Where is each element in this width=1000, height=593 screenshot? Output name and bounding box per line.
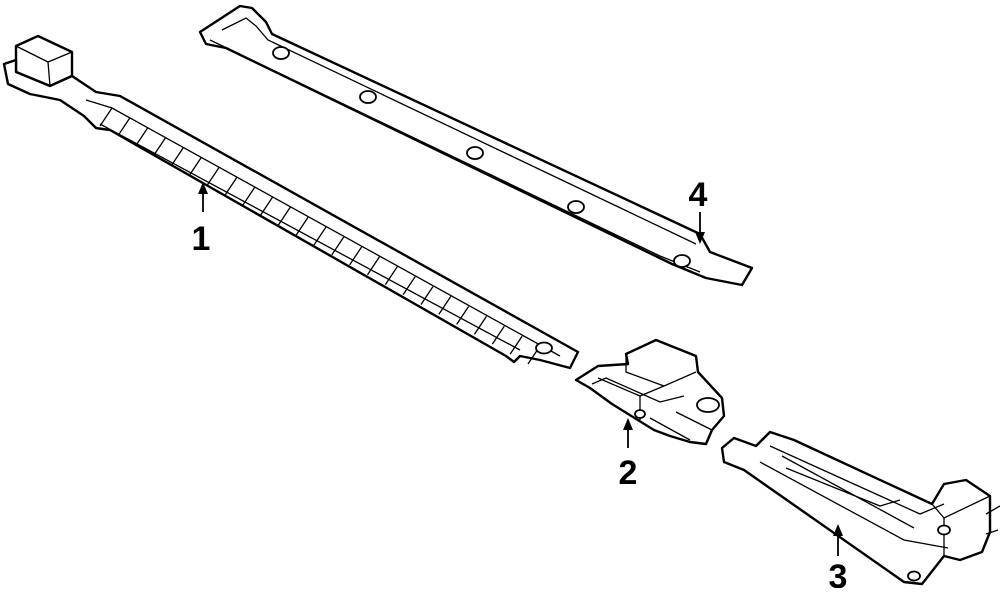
part-1-rib [384,266,398,286]
part-3-channel [759,445,949,549]
callout-1-label: 1 [192,220,211,258]
part-3-bracket [720,430,1000,586]
part-3-body [720,430,992,586]
part-1-ribs [99,107,541,365]
part-2-hole-small [634,409,646,419]
callout-1-leader [198,182,208,212]
part-3-tab [985,505,1000,535]
callout-4-leader [695,212,705,244]
part-1-rail [2,34,580,370]
part-2-lip [591,377,685,403]
part-1-rib [99,107,113,127]
part-1-rib [438,296,452,315]
part-1-bottom-edge [99,123,521,351]
part-4-hole-3 [466,146,484,160]
callout-2-label: 2 [619,454,638,492]
part-1-rib [295,216,309,236]
part-1-rib [277,206,291,226]
part-1-rib [259,196,274,216]
part-4-rail [198,4,754,287]
part-1-rib [313,226,327,246]
part-1-flange [2,58,580,370]
part-1-hole [535,341,553,355]
part-4-hole-1 [272,46,290,60]
part-1-rib [366,256,381,276]
part-1-rib [135,127,149,147]
callout-3-label: 3 [829,558,848,588]
part-1-rib [188,157,202,176]
part-4-inner-edge [221,17,697,245]
part-3-end-block [931,495,991,556]
part-1-end-block-edge [15,45,73,87]
part-2-hole-large [696,397,720,413]
part-1-rib [456,305,470,325]
part-1-rib [224,177,238,196]
part-4-hole-5 [673,254,691,268]
part-2-inner [597,354,713,441]
part-1-rib [473,315,488,335]
part-4-hole-2 [359,90,377,104]
part-1-rib [509,335,523,355]
part-3-hole-2 [907,570,921,582]
part-1-rib [402,276,416,295]
part-1-rib [170,147,184,167]
part-1-rib [491,325,505,345]
part-1-rib [331,236,345,256]
part-2-bracket [574,338,726,446]
part-3-hole-1 [937,524,951,536]
part-1-rib [420,286,434,305]
part-1-rib [206,167,220,186]
part-1-rib [152,137,167,157]
callout-4-label: 4 [689,176,708,214]
part-4-hole-4 [567,200,585,214]
callout-3-leader [833,524,843,556]
part-1-rib [117,117,131,137]
part-1-rib [349,246,363,266]
part-1-rib [242,186,256,206]
callout-2-leader [623,418,633,448]
